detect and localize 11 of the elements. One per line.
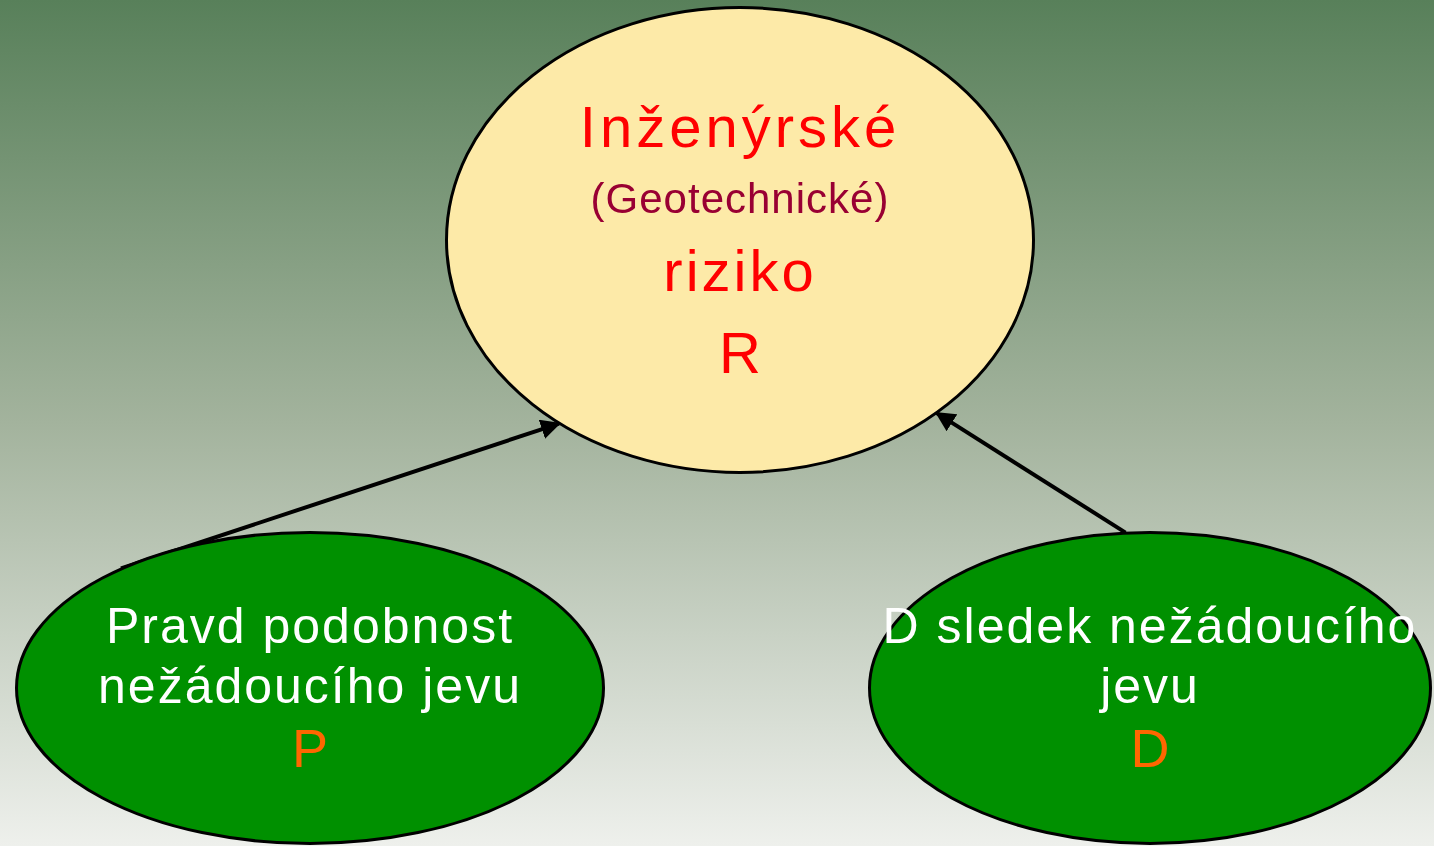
symbol-label: D [1130,716,1170,780]
node-label: Inženýrské [579,93,901,162]
symbol-label: P [292,716,328,780]
node-label: Pravd podobnost nežádoucího jevu [97,596,523,716]
node-label: D sledek nežádoucího jevu [881,596,1419,716]
symbol-label: R [719,319,761,387]
ellipse-node [868,531,1432,845]
ellipse-node [445,6,1035,474]
ellipse-node [15,531,605,845]
node-label: riziko [663,237,817,306]
node-label: (Geotechnické) [590,174,890,224]
